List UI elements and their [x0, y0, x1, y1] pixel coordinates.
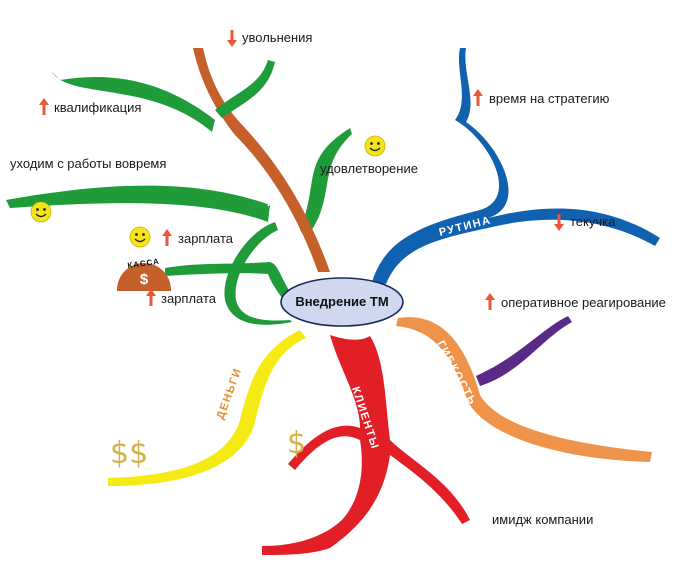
smiley-icon — [129, 226, 151, 248]
clients-dollar-icon: $ — [287, 426, 306, 461]
center-node: Внедрение ТМ — [280, 277, 404, 327]
branch-label-money: ДЕНЬГИ — [215, 366, 245, 421]
label-salary-1: зарплата — [178, 231, 234, 246]
kassa-icon: КАССА $ — [117, 257, 171, 291]
up-arrow-icon — [146, 289, 156, 306]
label-strategy-time: время на стратегию — [489, 91, 610, 106]
down-arrow-icon — [227, 30, 237, 47]
label-satisfaction: удовлетворение — [320, 161, 418, 176]
center-title: Внедрение ТМ — [295, 294, 388, 309]
up-arrow-icon — [473, 89, 483, 106]
smiley-icon — [364, 135, 386, 157]
up-arrow-icon — [39, 98, 49, 115]
label-qualification: квалификация — [54, 100, 141, 115]
label-layoffs: увольнения — [242, 30, 312, 45]
label-salary-2: зарплата — [161, 291, 217, 306]
branch-flexibility: ГИБКОСТЬ — [396, 316, 652, 462]
money-dollars-icon: $$ — [110, 436, 148, 471]
up-arrow-icon — [162, 229, 172, 246]
smiley-icon — [30, 201, 52, 223]
label-turnover: текучка — [570, 214, 616, 229]
label-leave-on-time: уходим с работы вовремя — [10, 156, 166, 171]
label-company-image: имидж компании — [492, 512, 593, 527]
kassa-label: КАССА — [127, 257, 161, 270]
kassa-dollar: $ — [140, 271, 149, 288]
green-branches — [6, 72, 352, 325]
label-quick-response: оперативное реагирование — [501, 295, 666, 310]
up-arrow-icon — [485, 293, 495, 310]
